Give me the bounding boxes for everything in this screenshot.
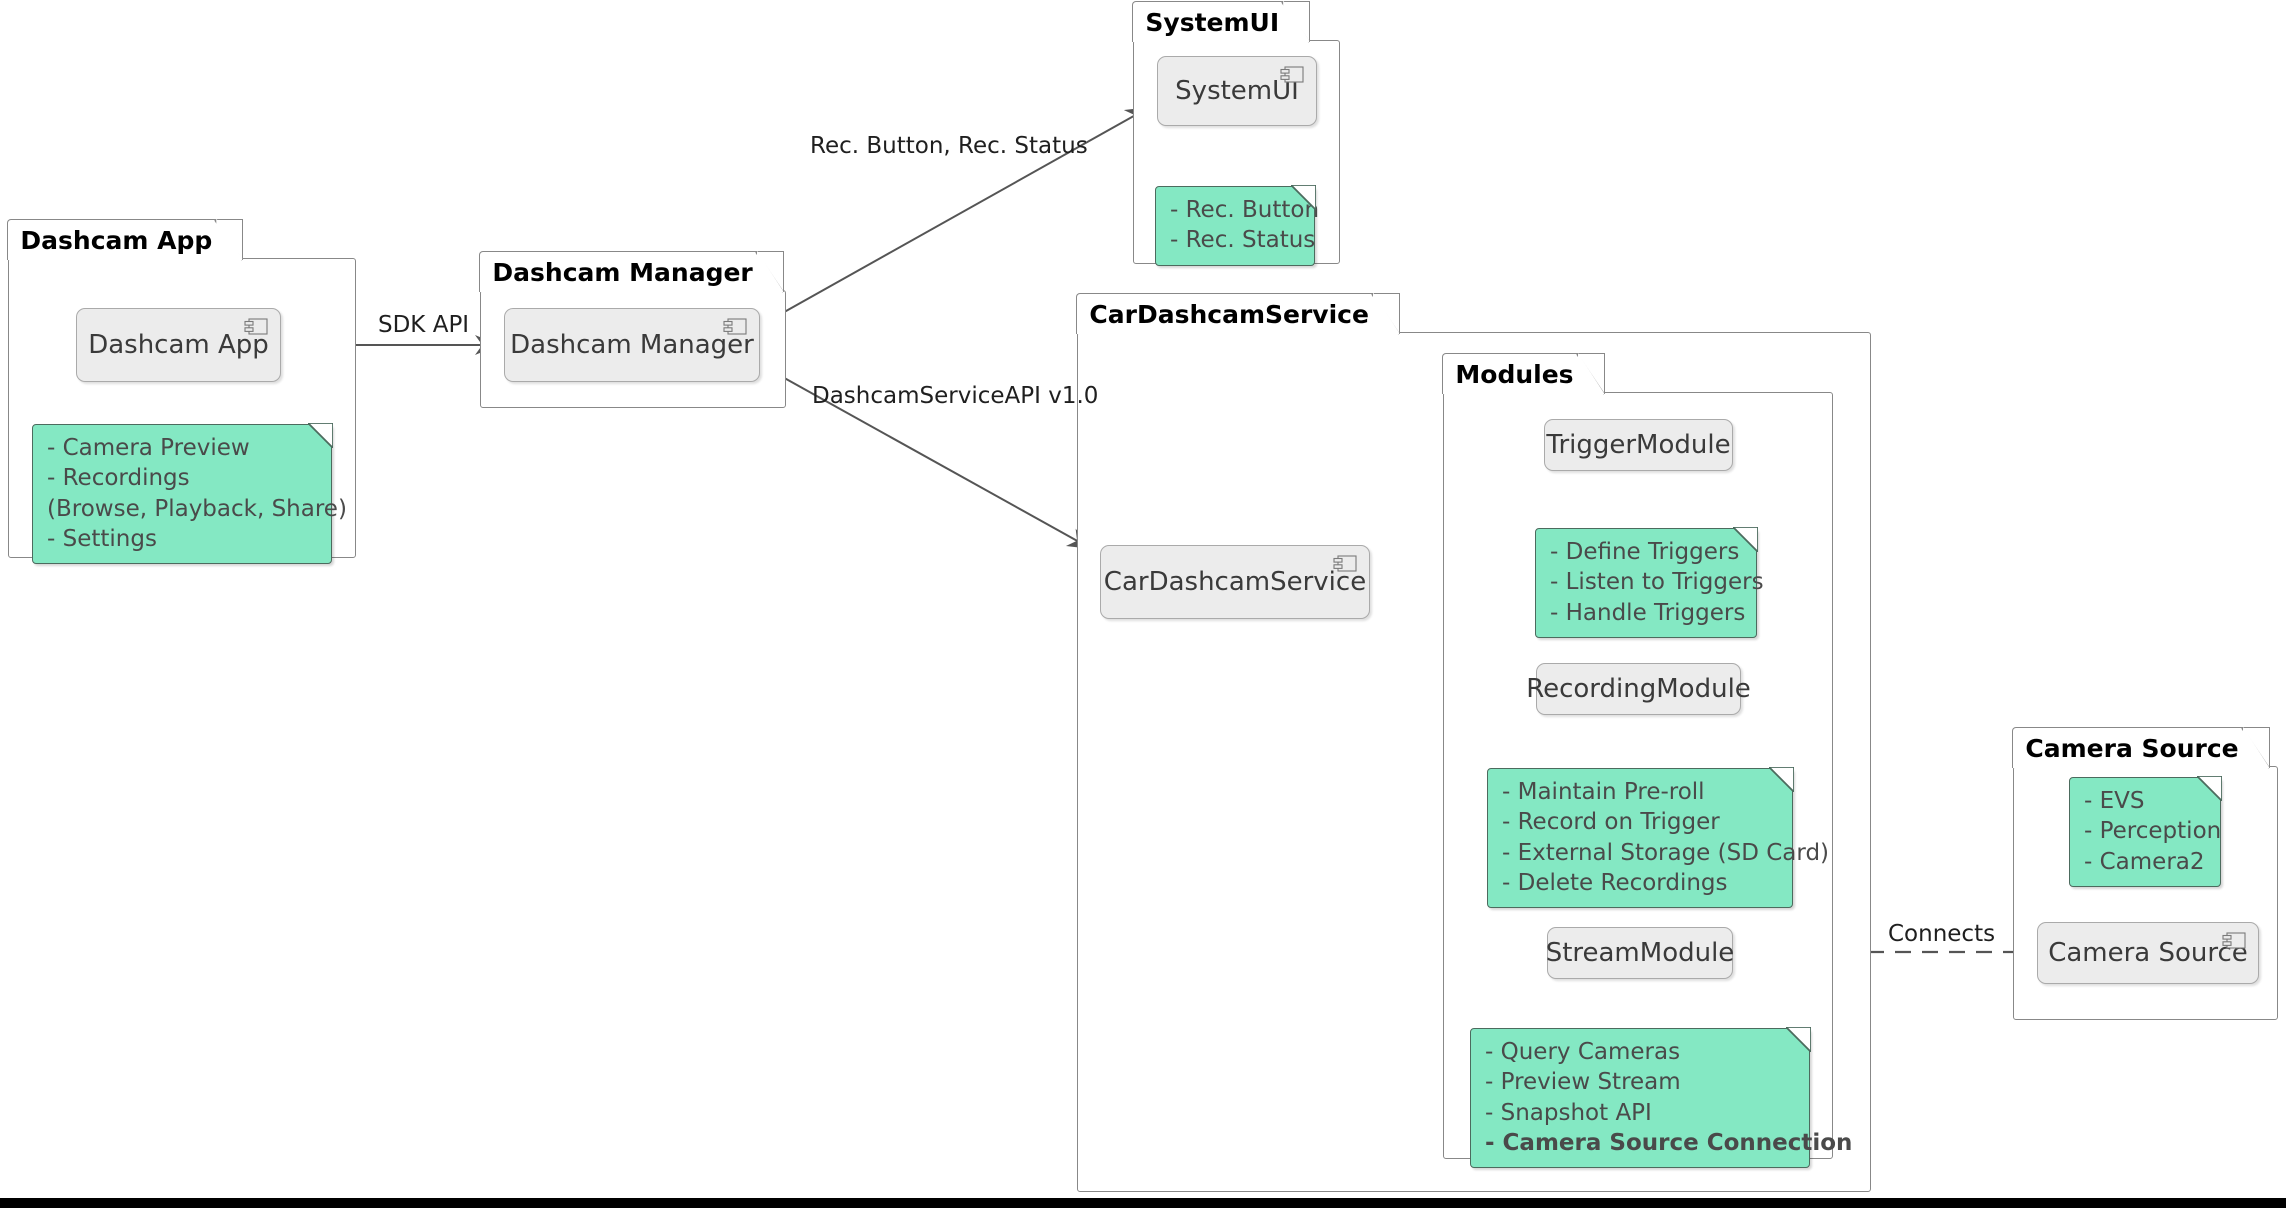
note-system-ui: - Rec. Button - Rec. Status: [1155, 185, 1320, 266]
note-trigger-module: - Define Triggers - Listen to Triggers -…: [1535, 527, 1764, 639]
edge-dashcam-service-api: [769, 369, 1092, 549]
package-system-ui-label: SystemUI: [1145, 7, 1280, 37]
note-dogear-icon: [2196, 776, 2222, 802]
component-dashcam-app-label: Dashcam App: [88, 330, 269, 360]
note-line: - Camera Source Connection: [1485, 1130, 1853, 1157]
package-camera-source-label: Camera Source: [2025, 733, 2239, 763]
note-line: - Settings: [47, 526, 157, 553]
package-dashcam-manager-tab: Dashcam Manager: [479, 251, 784, 293]
component-dashcam-app[interactable]: Dashcam App: [76, 308, 281, 382]
note-stream-module: - Query Cameras - Preview Stream - Snaps…: [1470, 1027, 1853, 1169]
bottom-bar: [0, 1198, 2286, 1208]
note-line: - Handle Triggers: [1550, 599, 1746, 626]
note-recording-module: - Maintain Pre-roll - Record on Trigger …: [1487, 767, 1830, 909]
component-car-dashcam-service[interactable]: CarDashcamService: [1100, 545, 1370, 619]
package-modules-tab: Modules: [1442, 353, 1605, 395]
note-line: - Query Cameras: [1485, 1039, 1681, 1065]
note-camera-source: - EVS - Perception - Camera2: [2069, 776, 2222, 888]
component-trigger-module[interactable]: TriggerModule: [1544, 419, 1733, 471]
note-dogear-icon: [307, 423, 333, 449]
component-car-dashcam-service-label: CarDashcamService: [1103, 567, 1367, 597]
package-car-dashcam-service-label: CarDashcamService: [1089, 299, 1369, 329]
component-recording-module[interactable]: RecordingModule: [1526, 663, 1751, 715]
tab-corner-shape: [1371, 293, 1400, 335]
component-dashcam-manager-label: Dashcam Manager: [510, 330, 754, 360]
note-line: - Define Triggers: [1550, 539, 1740, 565]
note-line: - Rec. Status: [1170, 227, 1316, 254]
note-dogear-icon: [1732, 527, 1758, 553]
note-line: - Record on Trigger: [1502, 809, 1720, 836]
component-camera-source-label: Camera Source: [2048, 938, 2248, 968]
package-system-ui-tab: SystemUI: [1132, 1, 1311, 43]
note-line: - Delete Recordings: [1502, 870, 1728, 897]
component-system-ui-label: SystemUI: [1175, 76, 1299, 106]
note-line: - Camera2: [2084, 848, 2205, 875]
package-dashcam-manager-label: Dashcam Manager: [492, 257, 753, 287]
note-line: - Camera Preview: [47, 435, 250, 461]
note-line: (Browse, Playback, Share): [47, 495, 347, 522]
package-modules-label: Modules: [1455, 359, 1574, 389]
tab-corner-shape: [2240, 727, 2270, 769]
package-dashcam-app-tab: Dashcam App: [7, 219, 244, 261]
note-line: - Preview Stream: [1485, 1069, 1681, 1096]
note-line: - Recordings: [47, 465, 190, 492]
package-dashcam-app-label: Dashcam App: [20, 225, 213, 255]
uml-component-icon: [2222, 932, 2246, 949]
component-trigger-module-label: TriggerModule: [1546, 430, 1731, 460]
component-system-ui[interactable]: SystemUI: [1157, 56, 1317, 126]
uml-component-icon: [723, 318, 747, 335]
component-stream-module[interactable]: StreamModule: [1545, 927, 1735, 979]
package-camera-source-tab: Camera Source: [2012, 727, 2270, 769]
component-recording-module-label: RecordingModule: [1526, 674, 1751, 704]
uml-component-icon: [1333, 555, 1357, 572]
tab-corner-shape: [214, 219, 244, 261]
note-line: - External Storage (SD Card): [1502, 839, 1830, 866]
note-dogear-icon: [1785, 1027, 1811, 1053]
package-car-dashcam-service-tab: CarDashcamService: [1076, 293, 1400, 335]
note-dashcam-app: - Camera Preview - Recordings (Browse, P…: [32, 423, 347, 565]
edge-label-connects: Connects: [1888, 921, 1996, 947]
uml-component-icon: [1280, 66, 1304, 83]
note-dogear-icon: [1768, 767, 1794, 793]
note-line: - Snapshot API: [1485, 1099, 1652, 1126]
edge-label-sdk-api: SDK API: [378, 312, 470, 338]
component-camera-source[interactable]: Camera Source: [2037, 922, 2259, 984]
component-stream-module-label: StreamModule: [1545, 938, 1735, 968]
uml-component-icon: [244, 318, 268, 335]
edge-label-rec-button-status: Rec. Button, Rec. Status: [810, 133, 1088, 159]
component-dashcam-manager[interactable]: Dashcam Manager: [504, 308, 760, 382]
note-line: - Maintain Pre-roll: [1502, 779, 1705, 805]
edge-rec-button-status: [769, 107, 1150, 321]
note-line: - Rec. Button: [1170, 197, 1320, 223]
note-dogear-icon: [1290, 185, 1316, 211]
note-line: - Listen to Triggers: [1550, 569, 1764, 596]
tab-corner-shape: [1281, 1, 1310, 43]
edge-label-dashcam-service-api: DashcamServiceAPI v1.0: [812, 383, 1099, 409]
note-line: - EVS: [2084, 788, 2145, 814]
tab-corner-shape: [1575, 353, 1605, 395]
note-line: - Perception: [2084, 818, 2222, 845]
tab-corner-shape: [754, 251, 784, 293]
